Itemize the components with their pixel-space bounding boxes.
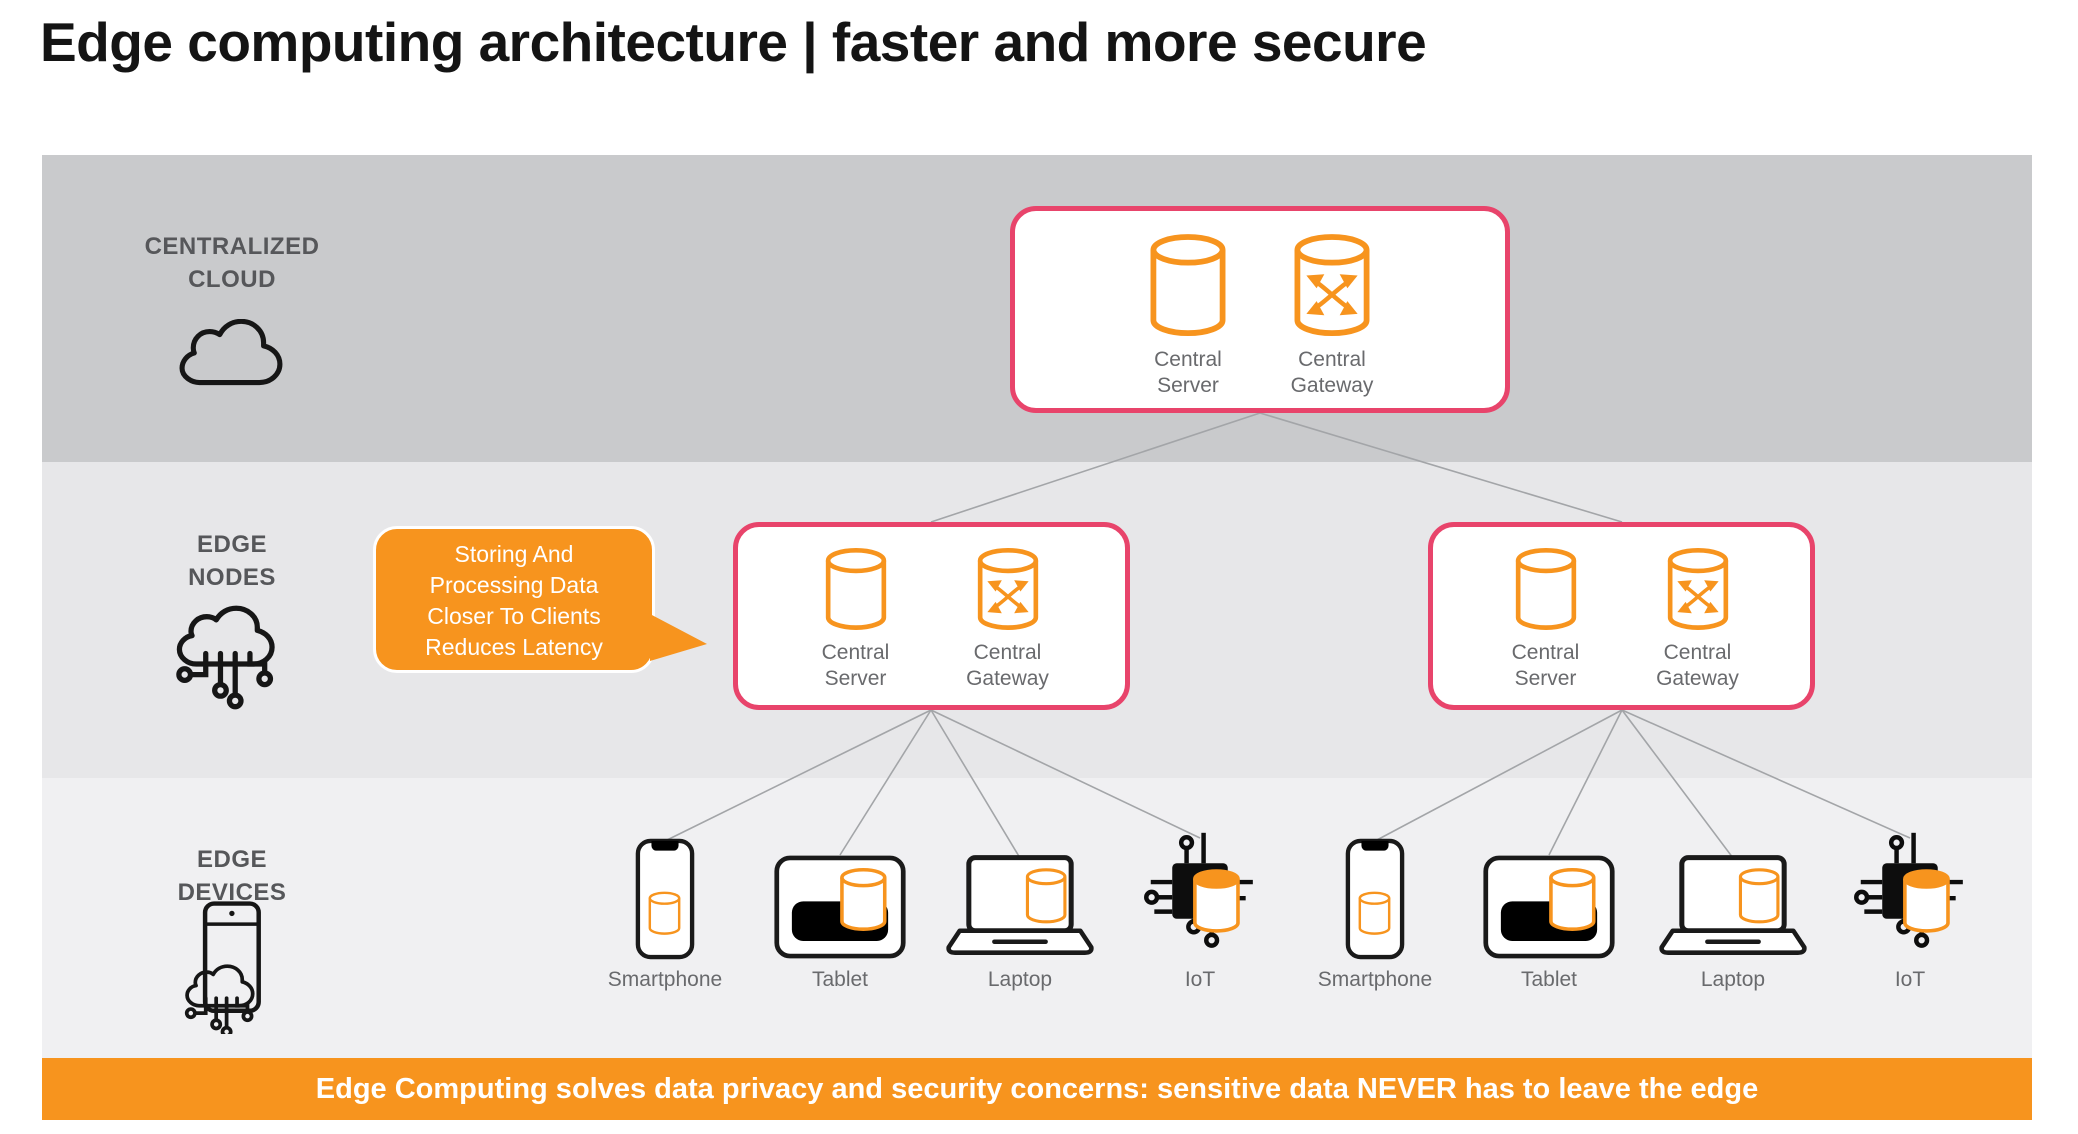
central-server-node: Central Server — [797, 547, 915, 705]
smartphone-icon — [635, 838, 695, 960]
smartphone-icon — [1345, 838, 1405, 960]
node-label: Central Gateway — [1656, 641, 1739, 690]
database-gateway-icon — [1665, 547, 1731, 634]
central-gateway-node: Central Gateway — [1639, 547, 1757, 705]
layer-label-edge-devices: EDGE DEVICES — [102, 843, 362, 909]
central-gateway-node: Central Gateway — [949, 547, 1067, 705]
central-server-node: Central Server — [1487, 547, 1605, 705]
device-tablet: Tablet — [1462, 835, 1636, 992]
layer-label-line: EDGE — [196, 846, 267, 873]
tablet-icon — [1482, 854, 1616, 960]
layer-label-line: CLOUD — [188, 266, 276, 293]
page-title: Edge computing architecture | faster and… — [40, 11, 1427, 73]
callout-line: Storing And — [454, 541, 574, 567]
callout-pointer — [650, 614, 707, 661]
callout-bubble: Storing And Processing Data Closer To Cl… — [373, 526, 707, 673]
callout-line: Processing Data — [429, 572, 599, 598]
database-icon — [1147, 233, 1229, 341]
device-iot: IoT — [1113, 835, 1287, 992]
layer-label-centralized-cloud: CENTRALIZED CLOUD — [102, 230, 362, 296]
database-gateway-icon — [1291, 233, 1373, 341]
node-label: Central Server — [1154, 348, 1222, 397]
layer-label-line: CENTRALIZED — [144, 233, 320, 260]
node-label: Central Server — [1511, 641, 1580, 690]
callout-line: Reduces Latency — [425, 634, 603, 660]
cloud-icon — [179, 319, 285, 391]
cloud-network-icon — [172, 603, 290, 723]
database-gateway-icon — [975, 547, 1041, 634]
device-label: Laptop — [987, 968, 1053, 991]
device-iot: IoT — [1823, 835, 1997, 992]
central-cloud-box: Central Server Central Gateway — [1010, 206, 1510, 413]
central-server-node: Central Server — [1129, 233, 1247, 408]
device-label: IoT — [1894, 968, 1926, 991]
architecture-diagram: CENTRALIZED CLOUD EDGE NODES EDGE DEVICE… — [42, 155, 2032, 1122]
device-label: Tablet — [1520, 968, 1578, 991]
node-label: Central Server — [821, 641, 890, 690]
bottom-banner: Edge Computing solves data privacy and s… — [42, 1058, 2032, 1120]
database-icon — [823, 547, 889, 634]
device-tablet: Tablet — [753, 835, 927, 992]
tablet-icon — [773, 854, 907, 960]
edge-node-right-box: Central Server Central Gateway — [1428, 522, 1815, 710]
node-label: Central Gateway — [966, 641, 1049, 690]
node-label: Central Gateway — [1290, 348, 1374, 397]
layer-label-line: NODES — [188, 564, 276, 591]
layer-label-edge-nodes: EDGE NODES — [102, 528, 362, 594]
smartphone-cloud-icon — [180, 900, 282, 1034]
layer-label-line: EDGE — [196, 531, 267, 558]
device-smartphone: Smartphone — [1288, 835, 1462, 992]
edge-node-left-box: Central Server Central Gateway — [733, 522, 1130, 710]
device-label: Smartphone — [607, 968, 723, 991]
device-label: IoT — [1184, 968, 1216, 991]
callout-line: Closer To Clients — [427, 603, 601, 629]
device-laptop: Laptop — [933, 835, 1107, 992]
iot-chip-icon — [1140, 831, 1260, 960]
database-icon — [1513, 547, 1579, 634]
device-laptop: Laptop — [1646, 835, 1820, 992]
laptop-icon — [1657, 854, 1809, 960]
laptop-icon — [944, 854, 1096, 960]
connector-lines — [664, 412, 1911, 859]
device-label: Smartphone — [1317, 968, 1433, 991]
device-label: Tablet — [811, 968, 869, 991]
device-smartphone: Smartphone — [578, 835, 752, 992]
central-gateway-node: Central Gateway — [1273, 233, 1391, 408]
iot-chip-icon — [1850, 831, 1970, 960]
device-label: Laptop — [1700, 968, 1766, 991]
